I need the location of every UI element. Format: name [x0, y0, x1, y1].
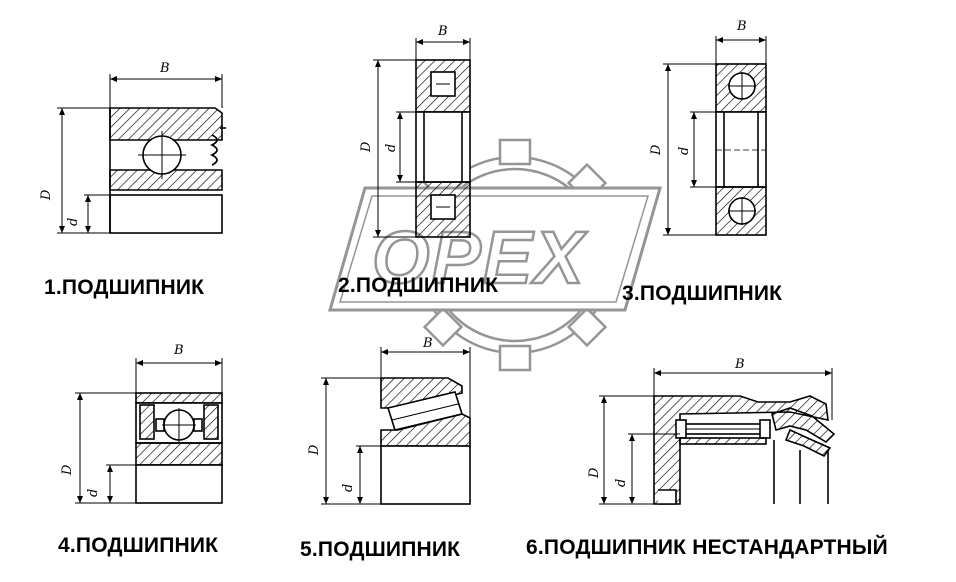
- bearing-5-label-d: d: [341, 484, 356, 492]
- bearing-1-drawing: [57, 74, 226, 234]
- bearing-6-label-B: B: [734, 357, 745, 372]
- watermark-banner: [328, 186, 662, 312]
- bearing-3-label-D: D: [649, 144, 664, 156]
- bearing-2-label-B: B: [437, 24, 448, 39]
- bearing-2-label-D: D: [359, 141, 374, 153]
- bearing-4-label-D: D: [60, 464, 75, 476]
- bearing-5-label-B: B: [422, 336, 433, 351]
- bearing-4-drawing: [75, 358, 223, 504]
- bearing-1-label-B: B: [159, 61, 170, 76]
- bearing-2-drawing: [373, 38, 471, 238]
- bearing-3-label-d: d: [677, 147, 692, 155]
- caption-bearing-5: 5.ПОДШИПНИК: [300, 538, 461, 561]
- bearing-5-drawing: [321, 347, 471, 505]
- caption-bearing-6: 6.ПОДШИПНИК НЕСТАНДАРТНЫЙ: [526, 536, 888, 559]
- bearing-1-label-d: d: [66, 218, 81, 226]
- bearing-3-drawing: [663, 36, 767, 236]
- bearing-6-label-d: d: [614, 479, 629, 487]
- caption-bearing-1: 1.ПОДШИПНИК: [44, 276, 205, 299]
- watermark-logo: OPEX: [328, 138, 662, 372]
- bearing-2-label-d: d: [384, 144, 399, 152]
- bearing-1-label-D: D: [39, 189, 54, 201]
- caption-bearing-3: 3.ПОДШИПНИК: [622, 282, 783, 305]
- bearing-4-label-d: d: [86, 489, 101, 497]
- bearing-5-label-D: D: [307, 444, 322, 456]
- bearing-3-label-B: B: [736, 19, 747, 34]
- bearing-6-drawing: [599, 368, 836, 505]
- caption-bearing-2: 2.ПОДШИПНИК: [338, 274, 499, 297]
- bearing-4-label-B: B: [173, 343, 184, 358]
- caption-bearing-4: 4.ПОДШИПНИК: [58, 534, 219, 557]
- bearing-6-label-D: D: [587, 467, 602, 479]
- watermark-text: OPEX: [372, 216, 588, 299]
